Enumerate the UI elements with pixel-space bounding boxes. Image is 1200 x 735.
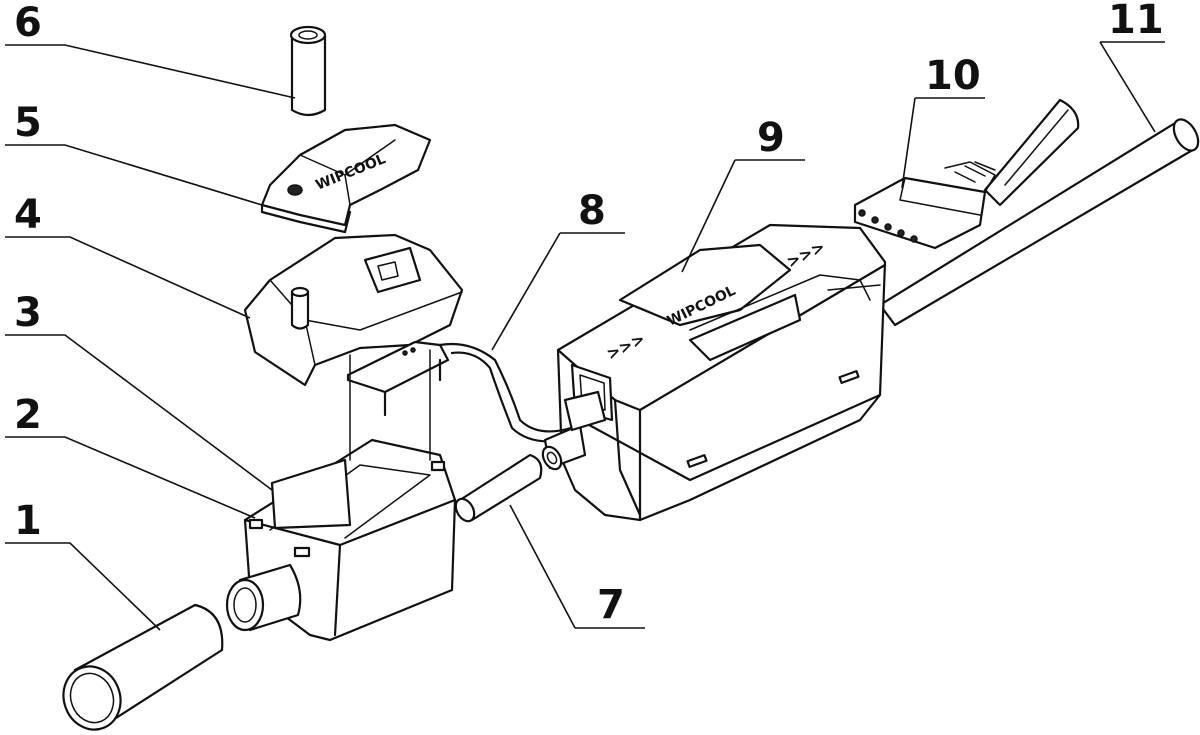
part-10-connector — [853, 161, 996, 250]
label-2: 2 — [14, 392, 42, 438]
label-7: 7 — [597, 582, 625, 628]
part-7-short-tube — [454, 445, 563, 523]
label-8: 8 — [578, 188, 606, 234]
part-4-lid-assembly — [243, 233, 464, 417]
label-11: 11 — [1108, 0, 1164, 43]
leader-lines — [5, 41, 1165, 631]
label-4: 4 — [14, 192, 42, 238]
callout-numbers: 6 5 4 3 2 1 7 8 9 10 11 — [14, 0, 1164, 628]
part-11-drain-tube — [878, 118, 1200, 327]
label-6: 6 — [14, 0, 42, 46]
power-cable — [983, 98, 1080, 207]
part-9-pump-body: WIPCOOL >>> >>> — [556, 223, 887, 522]
part-6-vent-tube — [289, 25, 327, 117]
part-5-cover: WIPCOOL — [260, 123, 432, 234]
reservoir-inlet — [225, 563, 302, 632]
label-3: 3 — [14, 290, 42, 336]
part-1-inlet-tube — [62, 603, 224, 731]
label-10: 10 — [925, 53, 981, 99]
label-1: 1 — [14, 498, 42, 544]
label-9: 9 — [757, 115, 785, 161]
label-5: 5 — [14, 100, 42, 146]
